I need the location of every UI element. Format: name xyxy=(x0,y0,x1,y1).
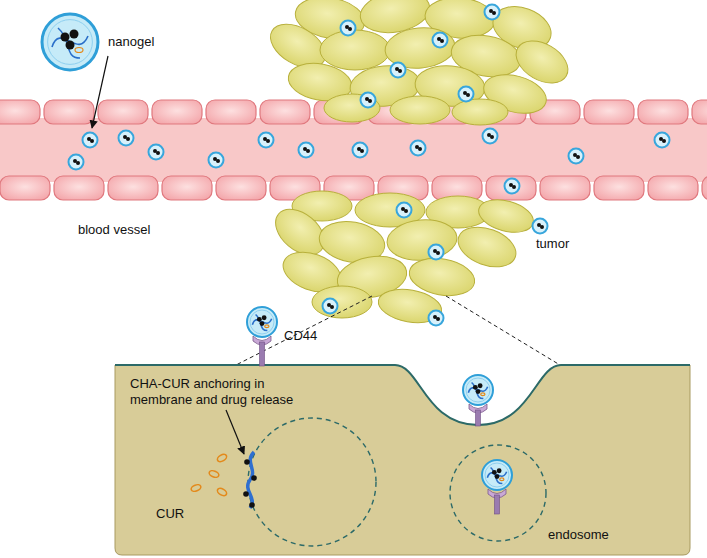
nanogel-small xyxy=(483,129,498,144)
nanogel-small xyxy=(209,153,224,168)
endothelial-cell xyxy=(206,100,256,124)
leader-arrow xyxy=(92,56,108,128)
nanogel-icon xyxy=(42,14,98,70)
cholesterol-anchor xyxy=(243,491,249,497)
endothelial-cell xyxy=(216,176,266,200)
endothelial-cell xyxy=(108,176,158,200)
label-nanogel: nanogel xyxy=(108,34,154,50)
nanogel-small xyxy=(119,131,134,146)
endothelial-cell xyxy=(648,176,698,200)
nanogels xyxy=(42,5,670,491)
nanogel-small xyxy=(459,87,474,102)
endosome-membrane xyxy=(248,418,376,546)
label-receptor: CD44 xyxy=(284,328,317,344)
endothelial-cell xyxy=(0,176,50,200)
curcumin xyxy=(216,453,228,463)
tumor-cell xyxy=(390,96,450,124)
vessel-lumen xyxy=(0,118,707,182)
endothelial-cell xyxy=(98,100,148,124)
nanogel-small xyxy=(353,143,368,158)
cell-cytoplasm xyxy=(115,365,690,555)
curcumin xyxy=(190,483,201,492)
cholesterol-anchor xyxy=(244,459,250,465)
endothelial-cell xyxy=(594,176,644,200)
endosome-membrane xyxy=(450,445,546,541)
cd44-receptor xyxy=(469,404,487,426)
endothelial-cell xyxy=(638,100,688,124)
curcumin xyxy=(208,469,219,478)
nanogel-small xyxy=(429,245,444,260)
label-vessel: blood vessel xyxy=(78,222,150,238)
nanogel-icon xyxy=(482,460,512,490)
nanogel-small xyxy=(505,179,520,194)
zoom-line xyxy=(236,296,372,365)
nanogel-small xyxy=(69,155,84,170)
nanogel-small xyxy=(429,311,444,326)
nanogel-small xyxy=(655,133,670,148)
cell-membrane xyxy=(115,365,690,425)
endothelial-cell xyxy=(702,176,707,200)
tumor-cell xyxy=(385,217,458,263)
endothelial-cell xyxy=(162,176,212,200)
cholesterol-anchor xyxy=(249,502,255,508)
nanogel-small xyxy=(569,149,584,164)
label-drug: CUR xyxy=(156,506,184,522)
nanogel-small xyxy=(149,145,164,160)
endothelial-cell xyxy=(0,100,40,124)
nanogel-small xyxy=(83,133,98,148)
cholesterol-anchor xyxy=(251,475,257,481)
nanogel-small xyxy=(533,219,548,234)
endothelial-cell xyxy=(486,176,536,200)
tumor-cell xyxy=(452,99,508,125)
endothelial-cell xyxy=(44,100,94,124)
nanogel-small xyxy=(259,133,274,148)
nanogel-small xyxy=(341,21,356,36)
label-note: CHA-CUR anchoring in membrane and drug r… xyxy=(130,376,310,408)
tumor-cells xyxy=(263,0,575,327)
nanogel-small xyxy=(391,63,406,78)
nanogel-icon xyxy=(463,375,493,405)
tumor-cell xyxy=(320,30,390,70)
zoom-line xyxy=(446,296,560,365)
cd44-receptor xyxy=(253,336,271,366)
endothelial-cell xyxy=(152,100,202,124)
endothelial-cell xyxy=(584,100,634,124)
label-endosome: endosome xyxy=(548,527,609,543)
leader-arrow xyxy=(226,410,244,454)
label-tumor: tumor xyxy=(536,236,569,252)
nanogel-small xyxy=(299,143,314,158)
nanogel-small xyxy=(361,93,376,108)
endothelial-cell xyxy=(54,176,104,200)
endothelial-cell xyxy=(260,100,310,124)
nanogel-small xyxy=(485,5,500,20)
cd44-receptor xyxy=(488,489,506,514)
nanogel-small xyxy=(433,33,448,48)
tumor-cell xyxy=(312,286,372,318)
cell-inset xyxy=(115,296,690,555)
endothelial-cell xyxy=(692,100,707,124)
endothelial-cell xyxy=(540,176,590,200)
nanogel-small xyxy=(323,299,338,314)
nanogel-small xyxy=(397,203,412,218)
curcumin xyxy=(216,487,228,497)
nanogel-small xyxy=(411,141,426,156)
nanogel-icon xyxy=(247,307,277,337)
tumor-cell xyxy=(376,285,445,328)
